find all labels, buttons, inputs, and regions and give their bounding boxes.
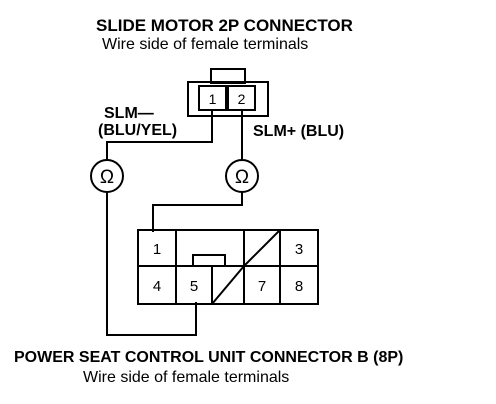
connector-latch (192, 254, 226, 267)
slm-minus-label: SLM— (104, 105, 154, 122)
bottom-connector-subtitle: Wire side of female terminals (83, 369, 290, 386)
slm-minus-wire-color: (BLU/YEL) (98, 122, 178, 139)
blank-cell-mark (211, 265, 245, 305)
bottom-pin-3: 3 (295, 241, 303, 258)
wire-meter-left-to-pin5 (106, 192, 197, 336)
slide-motor-connector (187, 68, 269, 117)
bottom-pin-1: 1 (153, 241, 161, 258)
wires (106, 110, 243, 336)
top-connector-subtitle: Wire side of female terminals (102, 36, 309, 53)
bottom-pin-7: 7 (258, 278, 266, 295)
wire-meter-right-to-pin1 (152, 192, 243, 232)
connector-latch (210, 68, 246, 84)
slm-plus-label: SLM+ (BLU) (253, 123, 345, 140)
ohmmeter-left: Ω (90, 159, 124, 193)
ohm-icon: Ω (100, 167, 114, 188)
ohm-icon: Ω (235, 167, 249, 188)
connector-body (187, 81, 269, 117)
ohmmeter-right: Ω (225, 159, 259, 193)
top-pin-1: 1 (209, 91, 217, 107)
bottom-pin-4: 4 (153, 278, 161, 295)
blank-cell-mark (243, 229, 281, 267)
bottom-pin-5: 5 (190, 278, 198, 295)
bottom-connector-title: POWER SEAT CONTROL UNIT CONNECTOR B (8P) (14, 349, 404, 366)
top-pin-2: 2 (238, 91, 246, 107)
wire-slm-minus (106, 110, 213, 160)
control-unit-connector (137, 229, 319, 305)
bottom-pin-8: 8 (295, 278, 303, 295)
top-connector-title: SLIDE MOTOR 2P CONNECTOR (96, 16, 353, 35)
